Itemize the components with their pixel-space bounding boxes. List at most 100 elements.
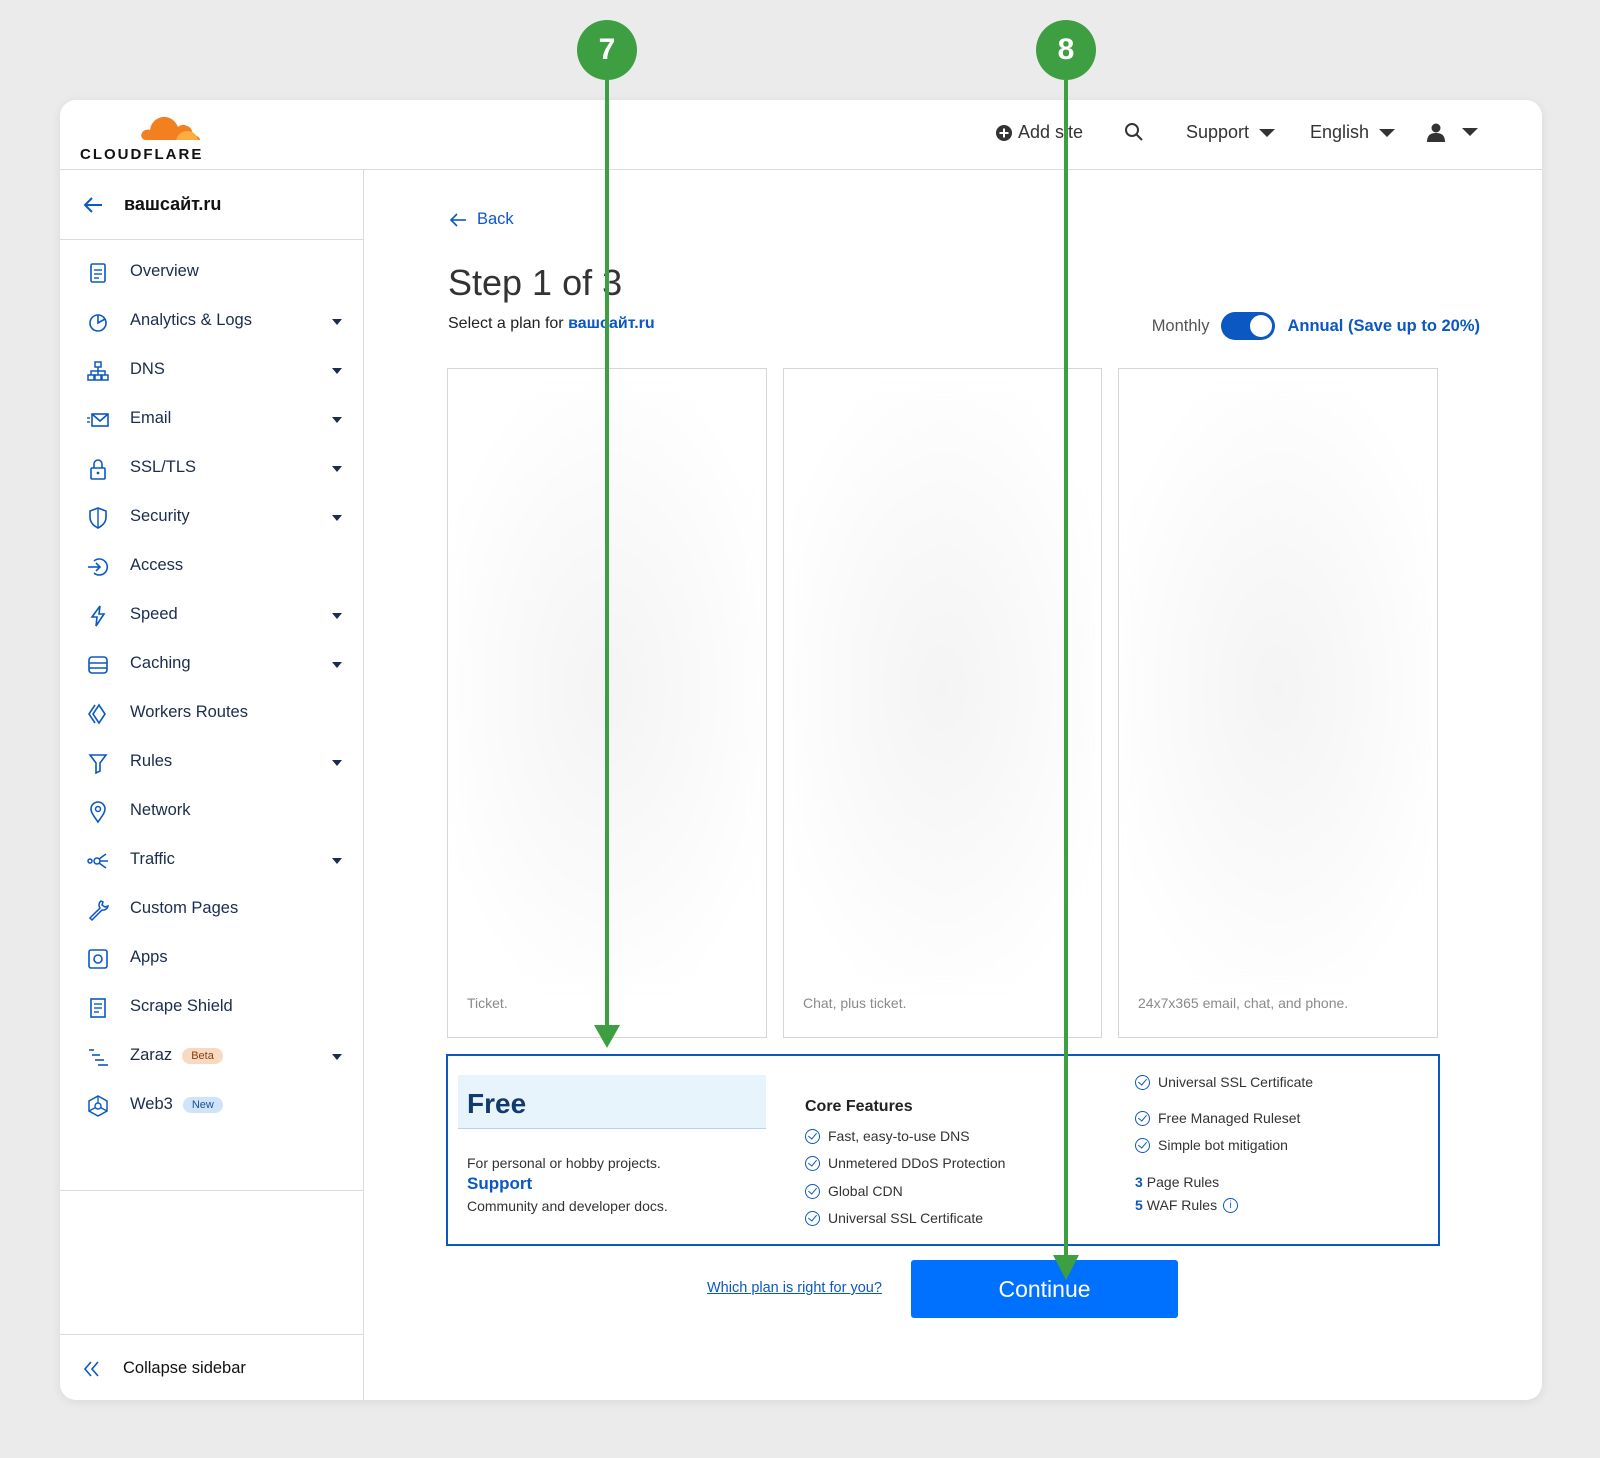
sidebar-item-label: Analytics & Logs [130, 311, 252, 329]
plan-subtitle: Select a plan for вашсайт.ru [448, 315, 655, 333]
chevron-down-icon[interactable] [332, 613, 342, 619]
sidebar-item-email[interactable]: Email [60, 395, 363, 444]
double-chevron-left-icon [83, 1361, 99, 1377]
chevron-down-icon[interactable] [332, 1054, 342, 1060]
sidebar-item-text: Zaraz [130, 1046, 173, 1064]
chevron-down-icon[interactable] [332, 417, 342, 423]
plan-card-enterprise[interactable]: 24x7x365 email, chat, and phone. [1118, 368, 1438, 1038]
plan-subtitle-prefix: Select a plan for [448, 315, 569, 332]
sidebar-item-access[interactable]: Access [60, 542, 363, 591]
back-link[interactable]: Back [449, 210, 514, 229]
location-pin-icon [90, 801, 106, 824]
user-icon [1427, 123, 1445, 142]
sidebar-divider [60, 1190, 363, 1191]
step-marker-8: 8 [1036, 20, 1096, 80]
feature-item: Free Managed Ruleset [1135, 1110, 1300, 1126]
sidebar-item-analytics[interactable]: Analytics & Logs [60, 297, 363, 346]
feature-label: Free Managed Ruleset [1158, 1110, 1301, 1126]
check-circle-icon [805, 1183, 820, 1199]
site-name: вашсайт.ru [124, 194, 222, 214]
sidebar-item-scrape-shield[interactable]: Scrape Shield [60, 983, 363, 1032]
support-dropdown[interactable]: Support [1186, 122, 1276, 143]
collapse-sidebar-label: Collapse sidebar [123, 1359, 246, 1377]
sidebar-item-label: Apps [130, 948, 168, 966]
site-header: вашсайт.ru [60, 170, 363, 240]
sidebar-item-security[interactable]: Security [60, 493, 363, 542]
cloudflare-logo[interactable]: CLOUDFLARE [78, 108, 208, 164]
browser-window: CLOUDFLARE Add site Support English [60, 100, 1542, 1400]
language-dropdown[interactable]: English [1310, 122, 1396, 143]
chevron-down-icon[interactable] [332, 662, 342, 668]
sidebar-item-rules[interactable]: Rules [60, 738, 363, 787]
workers-icon [88, 703, 106, 725]
chevron-down-icon[interactable] [332, 466, 342, 472]
sidebar-item-workers-routes[interactable]: Workers Routes [60, 689, 363, 738]
sidebar-item-ssl-tls[interactable]: SSL/TLS [60, 444, 363, 493]
chevron-down-icon[interactable] [332, 319, 342, 325]
chevron-down-icon [1462, 128, 1478, 136]
search-icon [1125, 123, 1143, 141]
chevron-down-icon[interactable] [332, 515, 342, 521]
limit-label: Page Rules [1146, 1174, 1220, 1190]
apps-icon [88, 949, 108, 969]
feature-item: Global CDN [805, 1183, 903, 1199]
feature-label: Unmetered DDoS Protection [828, 1155, 1006, 1171]
sidebar-item-zaraz[interactable]: Zaraz Beta [60, 1032, 363, 1081]
chevron-down-icon[interactable] [332, 858, 342, 864]
collapse-sidebar-button[interactable]: Collapse sidebar [60, 1334, 363, 1400]
sidebar-item-traffic[interactable]: Traffic [60, 836, 363, 885]
sidebar-item-custom-pages[interactable]: Custom Pages [60, 885, 363, 934]
web3-icon [88, 1095, 108, 1117]
search-button[interactable] [1124, 122, 1144, 142]
chevron-down-icon [1379, 128, 1396, 137]
free-plan-card[interactable]: Free For personal or hobby projects. Sup… [446, 1054, 1440, 1246]
logo-wordmark: CLOUDFLARE [80, 146, 204, 163]
blurred-plan-details [784, 389, 1101, 987]
beta-badge: Beta [182, 1047, 223, 1064]
info-icon[interactable]: i [1223, 1197, 1239, 1213]
back-label: Back [477, 210, 514, 228]
billing-toggle[interactable] [1221, 312, 1276, 340]
support-label: Support [1186, 122, 1250, 142]
clipboard-icon [90, 263, 106, 283]
plan-subtitle-site: вашсайт.ru [568, 315, 655, 332]
feature-item: Simple bot mitigation [1135, 1137, 1288, 1153]
sidebar-item-overview[interactable]: Overview [60, 248, 363, 297]
sidebar-item-label: Custom Pages [130, 899, 239, 917]
page-title: Step 1 of 3 [448, 262, 623, 303]
sidebar-item-label: DNS [130, 360, 165, 378]
plan-description: For personal or hobby projects. [467, 1155, 661, 1171]
shield-icon [89, 507, 107, 529]
sidebar-item-apps[interactable]: Apps [60, 934, 363, 983]
plan-card-pro[interactable]: Ticket. [447, 368, 767, 1038]
sidebar-item-label: Traffic [130, 850, 175, 868]
plan-card-business[interactable]: Chat, plus ticket. [783, 368, 1102, 1038]
continue-button[interactable]: Continue [911, 1260, 1178, 1318]
feature-label: Universal SSL Certificate [1158, 1074, 1314, 1090]
sidebar-item-label: Network [130, 801, 191, 819]
sidebar-item-label: Workers Routes [130, 703, 248, 721]
plan-support-text: Chat, plus ticket. [803, 995, 907, 1011]
sidebar-item-label: Speed [130, 605, 178, 623]
sidebar-item-dns[interactable]: DNS [60, 346, 363, 395]
support-description: Community and developer docs. [467, 1198, 668, 1214]
lock-icon [90, 459, 106, 480]
sidebar-item-speed[interactable]: Speed [60, 591, 363, 640]
chevron-down-icon[interactable] [332, 760, 342, 766]
add-site-button[interactable]: Add site [996, 122, 1083, 143]
which-plan-link[interactable]: Which plan is right for you? [707, 1280, 882, 1296]
arrow-left-icon[interactable] [82, 194, 104, 216]
user-menu[interactable] [1426, 122, 1478, 142]
sidebar-item-caching[interactable]: Caching [60, 640, 363, 689]
sidebar-item-network[interactable]: Network [60, 787, 363, 836]
feature-label: Universal SSL Certificate [828, 1210, 984, 1226]
pie-chart-icon [89, 314, 107, 332]
arrow-left-icon [449, 212, 466, 227]
cache-stack-icon [88, 656, 108, 674]
chevron-down-icon[interactable] [332, 368, 342, 374]
top-navigation-bar: CLOUDFLARE Add site Support English [60, 100, 1542, 170]
blurred-plan-details [448, 389, 766, 987]
